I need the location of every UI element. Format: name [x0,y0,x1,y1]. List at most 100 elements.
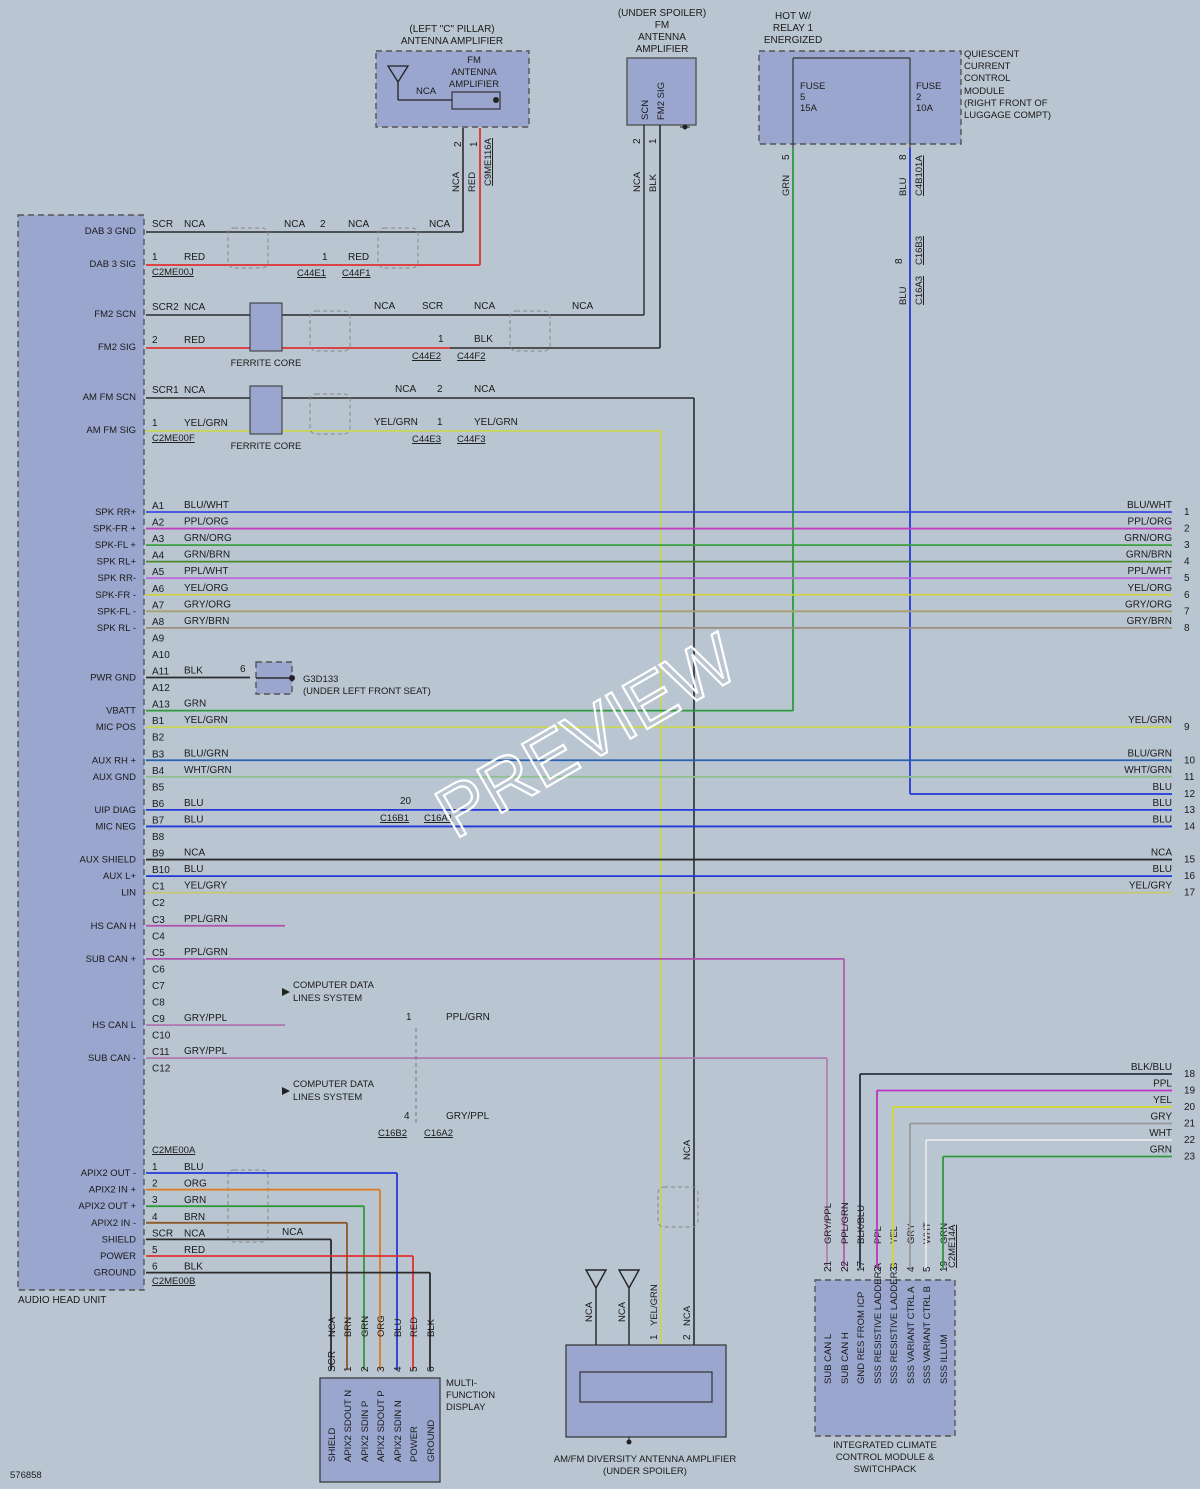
c-pillar-amp-inner [451,91,501,110]
mfd-wire: BLK [426,1318,437,1337]
spoiler-title-3: ANTENNA [638,32,686,43]
right-wire-label: YEL [1153,1095,1172,1106]
g3d133-pin: 6 [240,664,246,675]
audio-head-unit-box [17,214,145,1291]
wire-color-label: PPL/GRN [184,914,228,925]
c16a1-label: C16A1 [424,813,453,824]
pin-id: C12 [152,1064,171,1075]
c44f2-label: C44F2 [457,351,486,362]
right-wire-label: PPL [1153,1079,1172,1090]
pin-id: A11 [152,667,169,678]
pin-id: C9 [152,1014,165,1025]
spoiler-pin-a: 2 [632,138,643,144]
pin-label: SPK-FR + [93,524,136,535]
right-pin-num: 19 [1184,1086,1196,1097]
wire-color-label: GRN/ORG [184,533,232,544]
inline-p1-3: 1 [437,417,443,428]
div-w2: NCA [682,1305,693,1326]
hu-wire-dab3gnd: NCA [184,219,205,230]
right-wire-label: BLU/WHT [1127,500,1172,511]
right-pin-num: 10 [1184,755,1196,766]
wire-color-label: GRN [184,699,206,710]
climate-pin-label: SSS VARIANT CTRL B [922,1286,933,1384]
pin-id: B7 [152,815,165,826]
diversity-name2: (UNDER SPOILER) [603,1466,687,1477]
preview-watermark: PREVIEW [423,619,751,854]
top-pin-labels: DAB 3 GND DAB 3 SIG FM2 SCN FM2 SIG AM F… [83,219,228,444]
c-pillar-nca: NCA [416,86,437,97]
climate-pin-label: SSS VARIANT CTRL A [906,1286,917,1384]
right-pin-num: 17 [1184,888,1196,899]
inline-nca-2: NCA [348,219,369,230]
pin-label: AUX RH + [92,755,137,766]
relay-t1: HOT W/ [775,11,811,22]
wire-color-label: PPL/GRN [184,947,228,958]
pin-label: SPK-FR - [95,590,136,601]
div-pin1: 1 [649,1334,660,1340]
c44f1-label: C44F1 [342,268,371,279]
right-pin-num: 8 [1184,623,1190,634]
wire-color-label: BLU [184,814,203,825]
mfd-wire: ORG [376,1315,387,1337]
pin-id: A4 [152,551,165,562]
climate-pin: 2 [873,1266,884,1272]
spoiler-scn: SCN [640,100,651,120]
c-pillar-title-1: (LEFT "C" PILLAR) [409,24,494,35]
g3d133-loc: (UNDER LEFT FRONT SEAT) [303,686,431,697]
pin-label: SPK RR+ [95,507,136,518]
qccm-m6: LUGGAGE COMPT) [964,110,1051,121]
climate-pin: 22 [840,1260,851,1272]
right-wire-label: BLU [1153,798,1172,809]
qccm-box [758,50,962,145]
div-nca-3: NCA [682,1139,693,1160]
spoiler-title-2: FM [655,20,669,31]
pin-id: C8 [152,998,165,1009]
div-w1: YEL/GRN [649,1284,660,1326]
wire-color-label: PPL/WHT [184,566,228,577]
g3d133-dot [289,675,295,681]
pin-id: B10 [152,865,170,876]
right-pin-num: 5 [1184,573,1190,584]
apix-pin: 2 [152,1179,158,1190]
mfd-wire: GRN [360,1316,371,1337]
mfd-pin-label: APIX2 SDIN P [360,1401,371,1462]
wire-color-label: GRY/PPL [184,1046,228,1057]
right-pin-num: 7 [1184,606,1190,617]
climate-pin: 17 [856,1260,867,1272]
apix-pin: 5 [152,1245,158,1256]
inline-scr: SCR [422,301,443,312]
right-wire-label: BLU [1153,814,1172,825]
right-pin-num: 6 [1184,590,1190,601]
mfd-name3: DISPLAY [446,1402,486,1413]
pin-id: A10 [152,650,170,661]
relay-t2: RELAY 1 [773,23,814,34]
arrow-icon-2 [282,1087,290,1095]
inline-red-1: RED [348,252,369,263]
inline-nca-4: NCA [374,301,395,312]
mfd-pin: SCR [327,1351,338,1372]
arrow-icon-1 [282,988,290,996]
right-wire-label: WHT [1149,1128,1172,1139]
cdl2-b: LINES SYSTEM [293,1092,362,1103]
wire-color-label: BLU [184,798,203,809]
wire-color-label: BLU [184,864,203,875]
head-unit-name: AUDIO HEAD UNIT [18,1295,106,1306]
c44f3-label: C44F3 [457,434,486,445]
hu-label-dab3sig: DAB 3 SIG [90,259,136,270]
climate-pin-label: GND RES FROM ICP [856,1292,867,1384]
wire-color-label: BLU/WHT [184,500,229,511]
hu-pin-scr1: SCR1 [152,385,179,396]
apix-pin: 3 [152,1195,158,1206]
right-pin-num: 18 [1184,1069,1196,1080]
mfd-pin: 5 [409,1366,420,1372]
inline-nca-1: NCA [284,219,305,230]
fuse2-label: FUSE [916,81,941,92]
apix-wire: ORG [184,1179,207,1190]
right-wire-label: WHT/GRN [1124,765,1172,776]
right-pin-num: 2 [1184,524,1190,535]
mfd-wire: BRN [343,1317,354,1337]
right-pin-num: 12 [1184,789,1196,800]
